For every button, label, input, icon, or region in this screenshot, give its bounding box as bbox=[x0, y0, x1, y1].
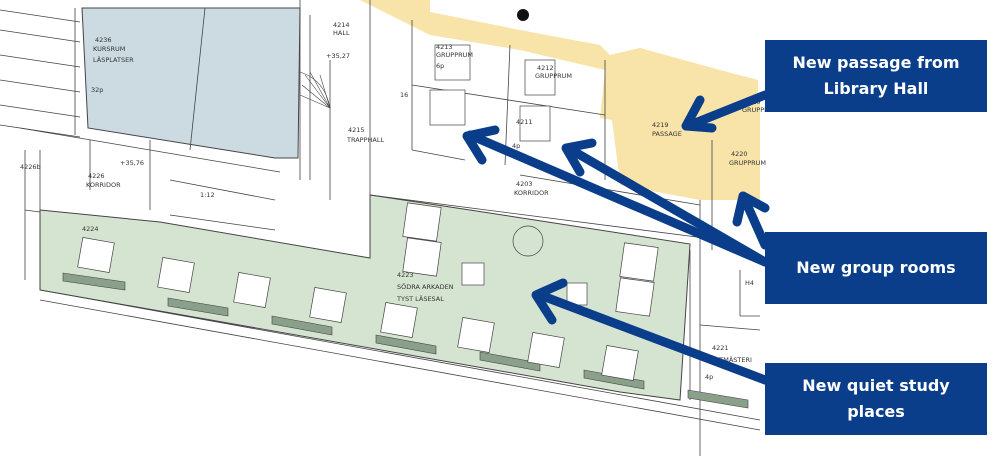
svg-text:16: 16 bbox=[400, 91, 408, 99]
svg-text:+35,27: +35,27 bbox=[326, 52, 350, 60]
svg-text:4211: 4211 bbox=[516, 118, 533, 126]
elevator-icon bbox=[517, 9, 529, 21]
library-hall-zone bbox=[360, 0, 760, 200]
svg-text:4224: 4224 bbox=[82, 225, 99, 233]
svg-text:4214: 4214 bbox=[333, 21, 350, 29]
quiet-study-zone bbox=[39, 194, 691, 401]
callout-new-group-rooms: New group rooms bbox=[765, 232, 987, 304]
svg-text:KORRIDOR: KORRIDOR bbox=[86, 181, 121, 189]
callout-passage-line1: New passage from bbox=[792, 53, 960, 72]
svg-text:PASSAGE: PASSAGE bbox=[652, 130, 682, 138]
svg-text:4212: 4212 bbox=[537, 64, 554, 72]
svg-text:4p: 4p bbox=[705, 373, 713, 381]
svg-text:TRAPPHALL: TRAPPHALL bbox=[346, 136, 384, 144]
callout-group-line1: New group rooms bbox=[796, 258, 956, 277]
svg-text:4219: 4219 bbox=[652, 121, 669, 129]
callout-arrows bbox=[462, 90, 770, 385]
staircase bbox=[299, 71, 331, 109]
svg-text:VAKTMÄSTERI: VAKTMÄSTERI bbox=[707, 355, 752, 364]
callout-passage-line2: Library Hall bbox=[823, 79, 929, 98]
svg-text:32p: 32p bbox=[91, 86, 103, 94]
svg-text:+35,76: +35,76 bbox=[120, 159, 144, 167]
svg-text:GRUPPRUM: GRUPPRUM bbox=[436, 51, 473, 59]
svg-text:LÄSPLATSER: LÄSPLATSER bbox=[93, 55, 134, 64]
svg-text:4p: 4p bbox=[512, 142, 520, 150]
svg-text:H4: H4 bbox=[745, 279, 754, 287]
callout-new-passage: New passage from Library Hall bbox=[765, 40, 987, 112]
callout-quiet-line2: places bbox=[847, 402, 905, 421]
svg-text:6p: 6p bbox=[436, 62, 444, 70]
svg-text:4215: 4215 bbox=[348, 126, 365, 134]
svg-text:4226: 4226 bbox=[88, 172, 105, 180]
svg-text:4203: 4203 bbox=[516, 180, 533, 188]
svg-text:KURSRUM: KURSRUM bbox=[93, 45, 125, 53]
svg-text:GRUPPRUM: GRUPPRUM bbox=[535, 72, 572, 80]
svg-text:4213: 4213 bbox=[436, 43, 453, 51]
course-room-zone bbox=[81, 7, 301, 159]
walls bbox=[0, 0, 761, 456]
svg-text:KORRIDOR: KORRIDOR bbox=[514, 189, 549, 197]
svg-text:GRUPPRUM: GRUPPRUM bbox=[729, 159, 766, 167]
svg-text:GRUPPRUM: GRUPPRUM bbox=[742, 106, 779, 114]
svg-text:4226b: 4226b bbox=[20, 163, 41, 171]
svg-text:4221: 4221 bbox=[712, 344, 729, 352]
svg-text:HALL: HALL bbox=[333, 29, 350, 37]
callout-quiet-line1: New quiet study bbox=[802, 376, 950, 395]
svg-text:4223: 4223 bbox=[397, 271, 414, 279]
window-sills bbox=[62, 272, 749, 409]
svg-text:4236: 4236 bbox=[95, 36, 112, 44]
svg-text:SÖDRA ARKADEN: SÖDRA ARKADEN bbox=[397, 282, 454, 291]
svg-text:4220: 4220 bbox=[731, 150, 748, 158]
svg-text:TYST LÄSESAL: TYST LÄSESAL bbox=[396, 294, 444, 303]
svg-text:1:12: 1:12 bbox=[200, 191, 215, 199]
study-tables bbox=[77, 44, 659, 381]
callout-new-quiet-study: New quiet study places bbox=[765, 363, 987, 435]
